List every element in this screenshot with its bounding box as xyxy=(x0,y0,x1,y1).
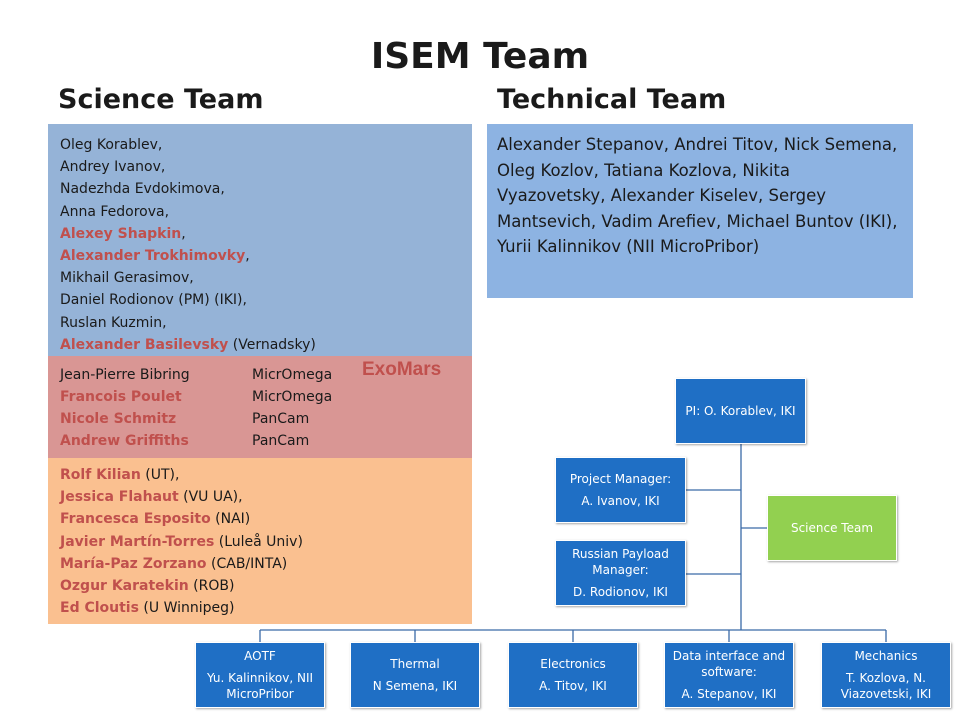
member-line: Daniel Rodionov (PM) (IKI), xyxy=(60,289,460,311)
member-affiliation: (NAI) xyxy=(210,511,251,528)
org-node-thermal: Thermal N Semena, IKI xyxy=(350,642,480,708)
technical-team-heading: Technical Team xyxy=(497,84,727,115)
member-name-highlight: Jessica Flahaut xyxy=(60,489,179,506)
org-node-person: T. Kozlova, N. Viazovetski, IKI xyxy=(840,671,932,701)
member-suffix: , xyxy=(164,203,170,220)
org-node-role: Mechanics xyxy=(854,649,918,663)
org-node-person: A. Ivanov, IKI xyxy=(581,494,660,508)
org-node-person: N Semena, IKI xyxy=(372,679,458,693)
member-instrument: PanCam xyxy=(252,411,310,427)
member-name-highlight: Ed Cloutis xyxy=(60,600,139,617)
member-name: Daniel Rodionov (PM) (IKI) xyxy=(60,292,243,309)
member-name-highlight: Francois Poulet xyxy=(60,389,182,405)
member-instrument: PanCam xyxy=(252,433,310,449)
org-node-person: Yu. Kalinnikov, NII MicroPribor xyxy=(206,671,314,701)
exomars-label: ExoMars xyxy=(362,359,442,380)
member-suffix: , xyxy=(162,314,167,331)
org-node-person: D. Rodionov, IKI xyxy=(573,585,668,599)
org-node-aotf: AOTF Yu. Kalinnikov, NII MicroPribor xyxy=(195,642,325,708)
member-name-highlight: Nicole Schmitz xyxy=(60,411,177,427)
technical-team-members: Alexander Stepanov, Andrei Titov, Nick S… xyxy=(497,135,898,256)
member-line: Alexander Trokhimovky, xyxy=(60,245,460,267)
member-line: Ozgur Karatekin (ROB) xyxy=(60,575,460,597)
member-name-highlight: Rolf Kilian xyxy=(60,467,141,483)
member-line: Jessica Flahaut (VU UA), xyxy=(60,486,460,508)
org-node-electronics: Electronics A. Titov, IKI xyxy=(508,642,638,708)
org-node-role: AOTF xyxy=(244,649,276,663)
member-name-highlight: Francesca Esposito xyxy=(60,511,211,528)
member-line: Rolf Kilian (UT), xyxy=(60,464,460,486)
org-node-science-team: Science Team xyxy=(767,495,897,561)
member-line: Alexey Shapkin, xyxy=(60,223,460,245)
member-name-highlight: Andrew Griffiths xyxy=(60,433,189,449)
member-affiliation: (CAB/INTA) xyxy=(206,555,288,572)
member-line: Nadezhda Evdokimova, xyxy=(60,178,460,200)
member-line: Andrey Ivanov, xyxy=(60,156,460,178)
org-node-role: Russian Payload Manager: xyxy=(572,547,669,577)
member-line: Oleg Korablev, xyxy=(60,134,460,156)
member-line: Ruslan Kuzmin, xyxy=(60,312,460,334)
org-node-role: Data interface and software: xyxy=(672,649,786,679)
member-name: Jean-Pierre Bibring xyxy=(60,367,190,383)
member-suffix: , xyxy=(160,159,166,176)
member-row: Francois Poulet MicrOmega xyxy=(60,386,460,408)
member-name-highlight: Alexey Shapkin xyxy=(60,225,182,242)
member-line: Anna Fedorova, xyxy=(60,201,460,223)
member-name: Ruslan Kuzmin xyxy=(60,314,163,331)
member-name: Anna Fedorova xyxy=(60,203,165,220)
org-node-mechanics: Mechanics T. Kozlova, N. Viazovetski, IK… xyxy=(821,642,951,708)
member-instrument: MicrOmega xyxy=(252,389,333,405)
member-name: Oleg Korablev xyxy=(60,137,158,153)
org-node-pi: PI: O. Korablev, IKI xyxy=(675,378,806,444)
science-team-heading: Science Team xyxy=(58,84,264,115)
member-name-highlight: Alexander Basilevsky xyxy=(60,336,229,353)
org-node-label: Science Team xyxy=(790,521,874,535)
member-suffix: (Vernadsky) xyxy=(228,336,316,353)
member-line: Mikhail Gerasimov, xyxy=(60,267,460,289)
org-node-label: PI: O. Korablev, IKI xyxy=(685,404,796,418)
page-title: ISEM Team xyxy=(370,36,590,77)
member-row: Jean-Pierre Bibring MicrOmega xyxy=(60,364,460,386)
member-affiliation: (U Winnipeg) xyxy=(138,600,235,617)
member-affiliation: (VU UA), xyxy=(178,489,243,506)
member-suffix: , xyxy=(242,292,247,309)
org-node-data-interface: Data interface and software: A. Stepanov… xyxy=(664,642,794,708)
org-node-person: A. Titov, IKI xyxy=(539,679,607,693)
member-suffix: , xyxy=(157,137,163,153)
member-name: Andrey Ivanov xyxy=(60,159,161,176)
science-external-box: Rolf Kilian (UT), Jessica Flahaut (VU UA… xyxy=(48,458,472,624)
science-iki-box: Oleg Korablev, Andrey Ivanov, Nadezhda E… xyxy=(48,124,472,356)
member-name: Nadezhda Evdokimova xyxy=(60,181,221,198)
member-suffix: , xyxy=(220,181,225,198)
member-row: Nicole Schmitz PanCam xyxy=(60,408,460,430)
member-line: Javier Martín-Torres (Luleå Univ) xyxy=(60,531,460,553)
member-line: Francesca Esposito (NAI) xyxy=(60,508,460,530)
org-node-payload-manager: Russian Payload Manager: D. Rodionov, IK… xyxy=(555,540,686,606)
technical-team-box: Alexander Stepanov, Andrei Titov, Nick S… xyxy=(487,124,913,298)
member-name-highlight: Alexander Trokhimovky xyxy=(60,248,246,265)
member-affiliation: (Luleå Univ) xyxy=(214,533,303,550)
member-row: Andrew Griffiths PanCam xyxy=(60,430,460,452)
member-affiliation: (UT), xyxy=(140,467,180,483)
member-line: Ed Cloutis (U Winnipeg) xyxy=(60,597,460,619)
member-suffix: , xyxy=(245,248,250,265)
org-node-role: Project Manager: xyxy=(569,472,672,486)
org-node-project-manager: Project Manager: A. Ivanov, IKI xyxy=(555,457,686,523)
member-name: Mikhail Gerasimov xyxy=(60,270,190,287)
member-suffix: , xyxy=(181,225,186,242)
org-node-person: A. Stepanov, IKI xyxy=(681,687,777,701)
member-instrument: MicrOmega xyxy=(252,367,333,383)
org-node-role: Thermal xyxy=(390,657,440,671)
member-line: Alexander Basilevsky (Vernadsky) xyxy=(60,334,460,356)
member-name-highlight: María-Paz Zorzano xyxy=(60,555,207,572)
org-node-role: Electronics xyxy=(540,657,606,671)
member-line: María-Paz Zorzano (CAB/INTA) xyxy=(60,553,460,575)
member-suffix: , xyxy=(189,270,194,287)
member-name-highlight: Javier Martín-Torres xyxy=(60,533,215,550)
member-name-highlight: Ozgur Karatekin xyxy=(60,578,189,595)
member-affiliation: (ROB) xyxy=(188,578,235,595)
